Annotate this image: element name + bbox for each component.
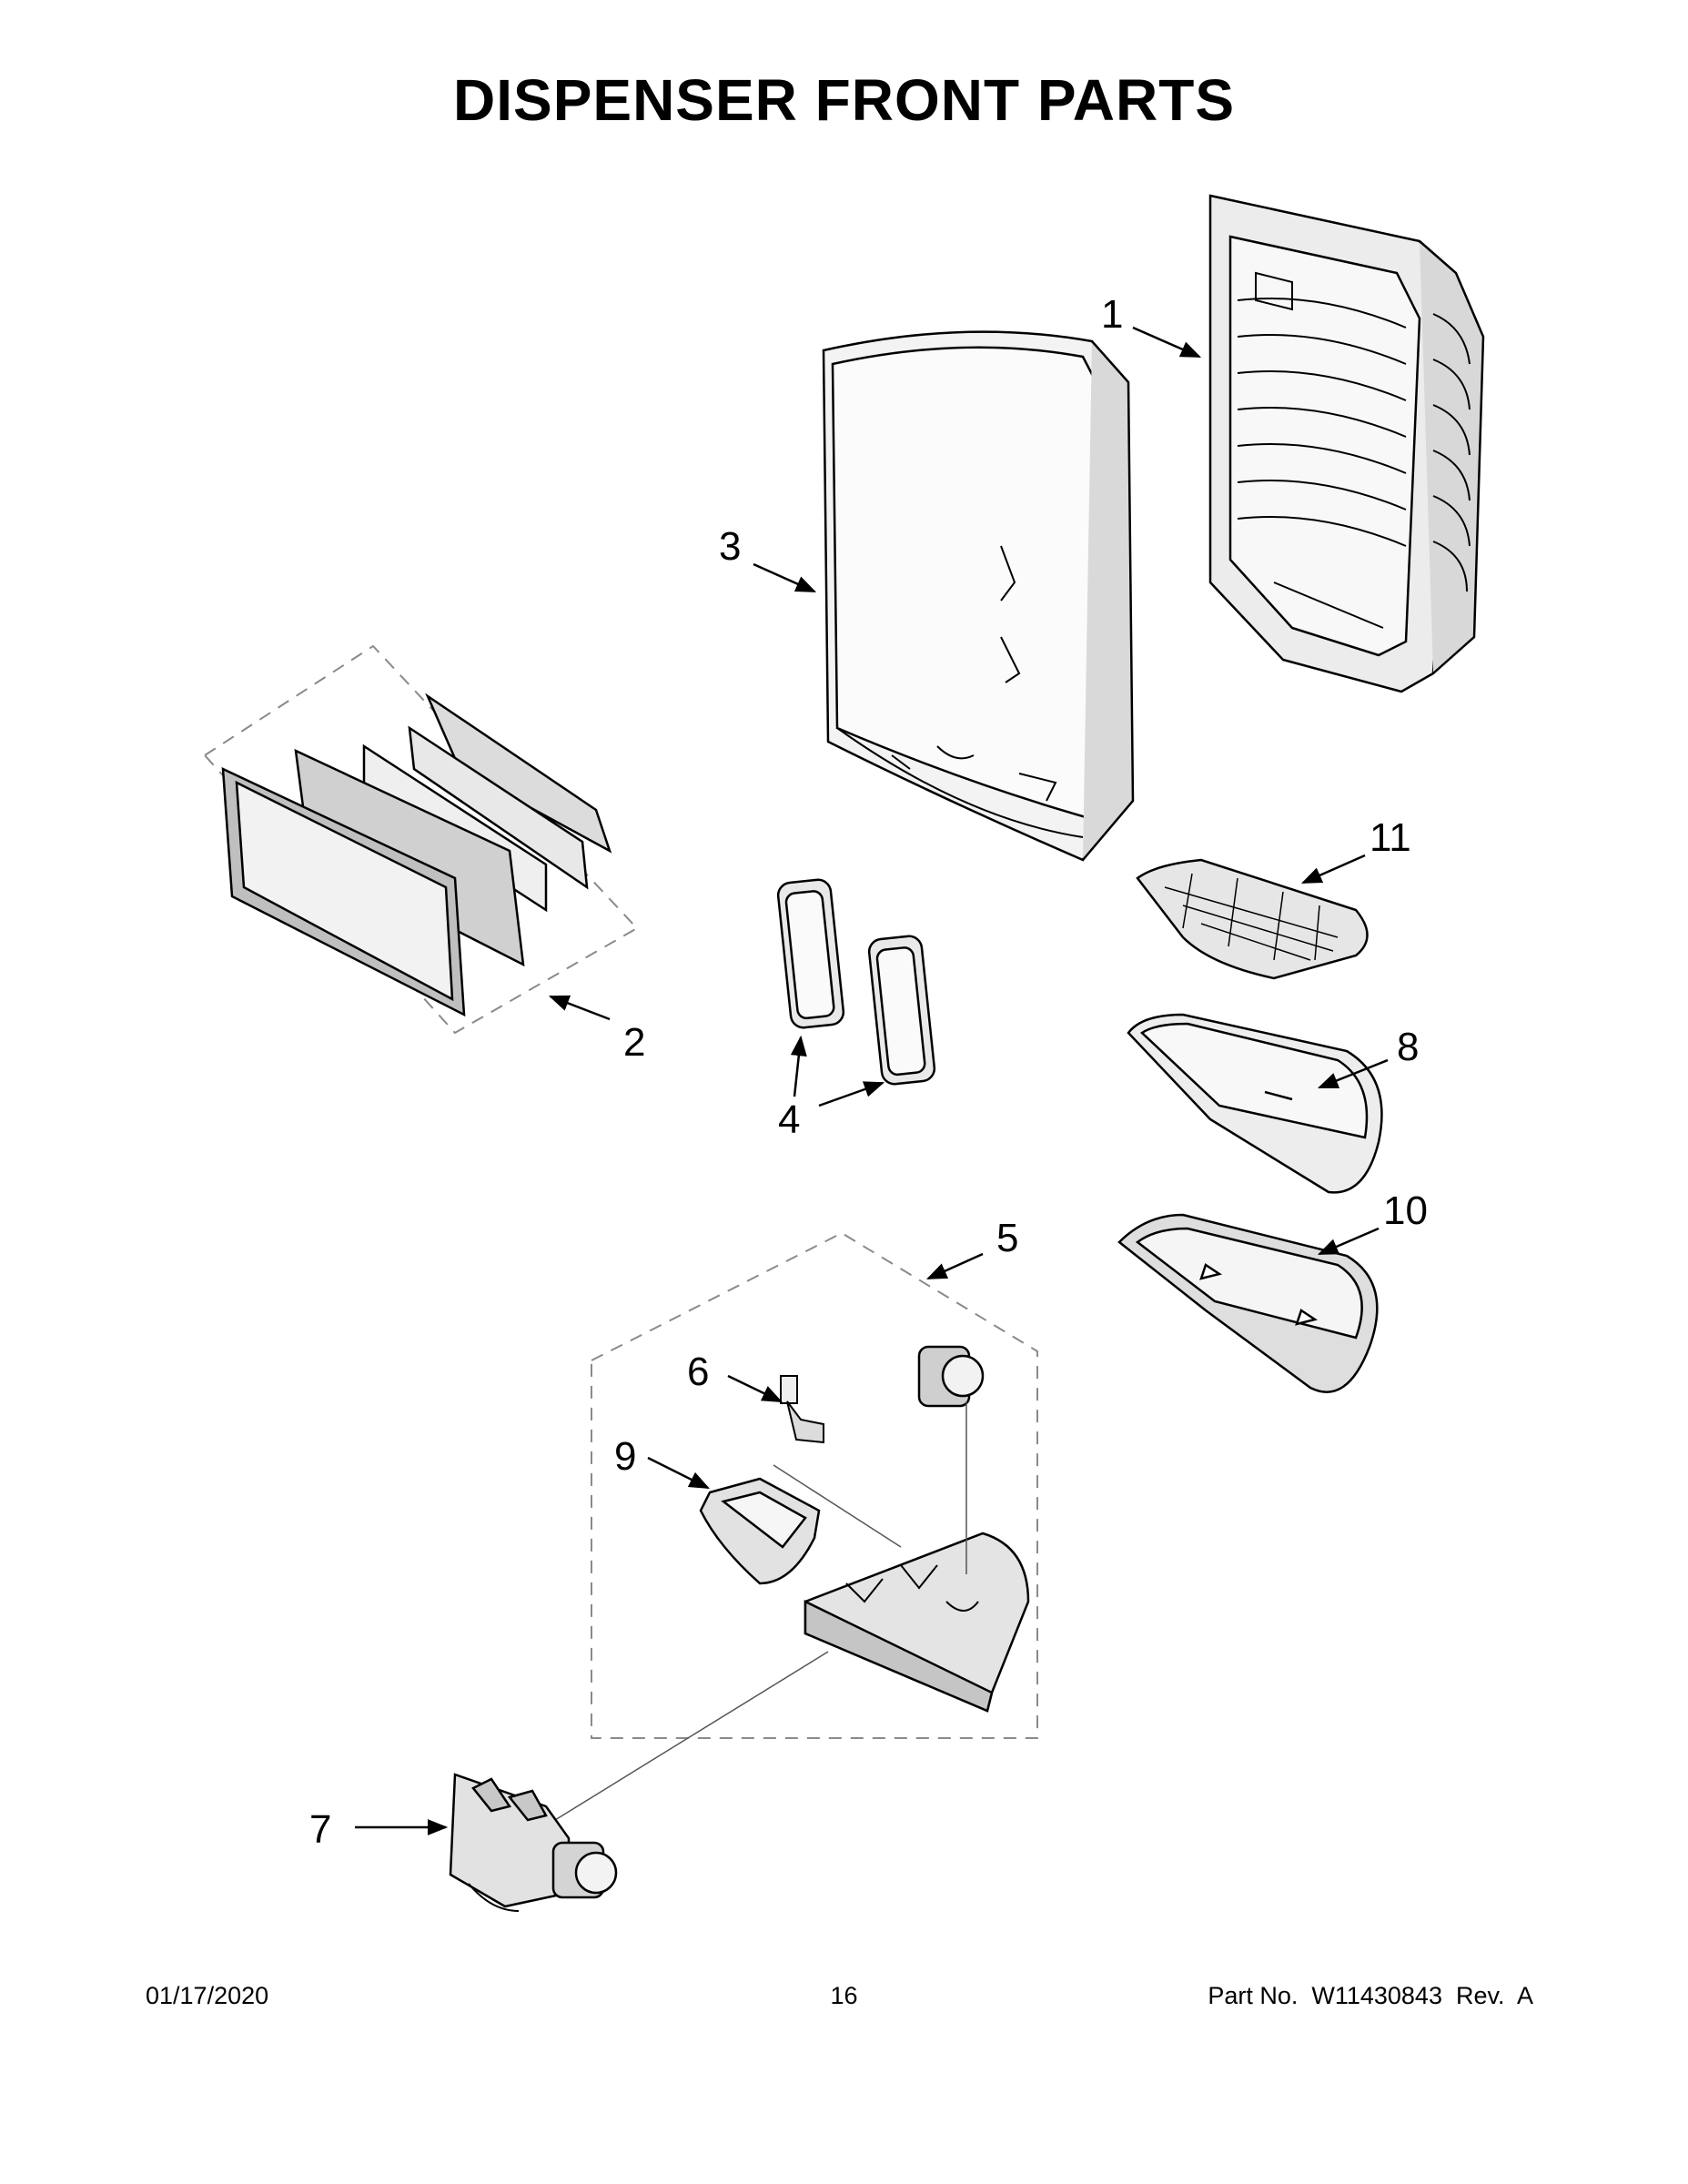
part-7-actuator	[449, 1651, 829, 1912]
part-11-drip-grille	[1136, 858, 1369, 980]
arrow-3	[753, 562, 817, 593]
part-2-control-panel-assembly	[203, 644, 639, 1035]
callout-2: 2	[623, 1020, 645, 1065]
callout-10: 10	[1383, 1188, 1428, 1233]
part-6-sensor	[780, 1375, 824, 1444]
arrow-10	[1317, 1227, 1380, 1256]
callout-5: 5	[996, 1216, 1018, 1260]
callout-6: 6	[687, 1350, 709, 1394]
part-10-drip-tray-base	[1117, 1213, 1379, 1393]
part-8-drip-tray	[1127, 1013, 1383, 1194]
callout-8: 8	[1397, 1025, 1419, 1069]
callout-11: 11	[1370, 815, 1411, 860]
arrow-6	[727, 1374, 783, 1403]
callout-3: 3	[719, 524, 741, 569]
part-5-switch-assembly	[591, 1231, 1038, 1739]
page-title: DISPENSER FRONT PARTS	[453, 67, 1235, 133]
arrow-1	[1132, 326, 1202, 359]
arrow-5	[925, 1252, 984, 1280]
callout-7: 7	[309, 1807, 331, 1852]
part-4-pads	[776, 878, 936, 1086]
footer-date: 01/17/2020	[146, 1982, 269, 2009]
part-3-dispenser-liner	[822, 330, 1135, 862]
callout-4: 4	[778, 1097, 800, 1142]
callout-9: 9	[614, 1434, 636, 1479]
arrow-2	[548, 995, 611, 1021]
footer-page-number: 16	[830, 1982, 858, 2009]
arrow-9	[647, 1456, 711, 1490]
footer-part-number: Part No. W11430843 Rev. A	[1208, 1982, 1533, 2009]
part-1-dispenser-housing	[1208, 194, 1485, 693]
arrow-4b	[818, 1081, 885, 1107]
arrow-8	[1317, 1058, 1389, 1089]
callout-labels: 1 2 3 4 5 6 7 8 9 10 11	[309, 292, 1428, 1852]
callout-1: 1	[1101, 292, 1123, 337]
callout-arrows	[355, 326, 1389, 1835]
arrow-4a	[790, 1035, 807, 1097]
arrow-11	[1300, 854, 1366, 885]
part-9-cover	[699, 1464, 902, 1585]
